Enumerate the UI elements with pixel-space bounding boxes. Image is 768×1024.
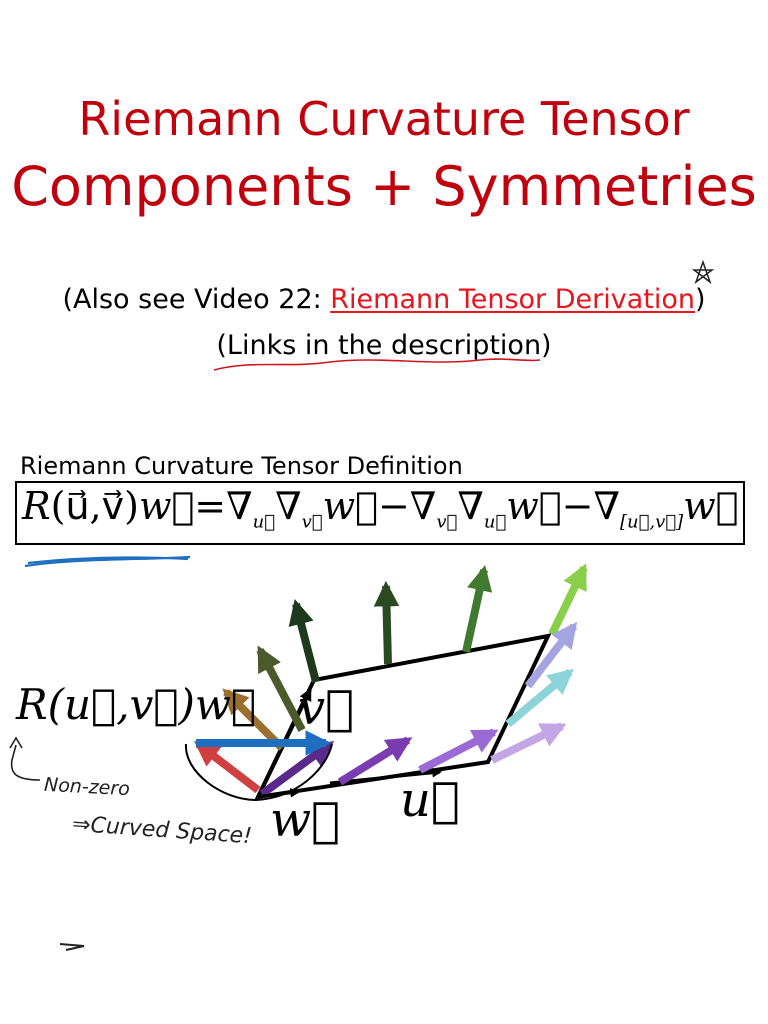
riemann-definition-equation: R(u⃗,v⃗)w⃗=∇u⃗∇v⃗w⃗−∇v⃗∇u⃗w⃗−∇[u⃗,v⃗]w⃗: [22, 484, 739, 533]
blue-underline-stroke: [24, 555, 191, 568]
star-doodle-icon: [691, 259, 715, 285]
eq-sub-bracket: [u⃗,v⃗]: [620, 511, 684, 533]
vector-dark-green-2: [373, 580, 400, 665]
eq-w-2: w⃗: [506, 484, 562, 528]
label-u: u⃗: [400, 772, 460, 828]
vector-purple-4: [418, 728, 499, 774]
eq-lhs-w: w⃗: [138, 484, 195, 528]
vector-purple-5: [337, 736, 413, 786]
vector-olive-left: [256, 645, 306, 732]
see-also-suffix: ): [694, 284, 706, 315]
vector-green-3: [462, 564, 493, 653]
vector-brown-left: [222, 688, 285, 751]
eq-sub-v-1: v⃗: [301, 511, 323, 533]
red-underline-squiggle: [213, 358, 541, 371]
vector-light-purple-3: [490, 722, 567, 764]
title-line-1: Riemann Curvature Tensor: [78, 92, 690, 146]
title-line-2: Components + Symmetries: [11, 155, 757, 218]
eq-sub-u-2: u⃗: [483, 511, 507, 533]
eq-sub-u-1: u⃗: [252, 511, 276, 533]
definition-label: Riemann Curvature Tensor Definition: [20, 452, 463, 480]
eq-nabla-4: ∇: [457, 484, 484, 528]
hook-arrow-icon: [9, 736, 41, 781]
vector-red-original: [193, 740, 261, 794]
equation-box: [15, 481, 745, 545]
eq-nabla-3: ∇: [409, 484, 437, 528]
eq-nabla-2: ∇: [275, 484, 302, 528]
eq-R: R: [22, 484, 51, 528]
eq-w-1: w⃗: [322, 484, 378, 528]
riemann-expression-label: R(u⃗,v⃗)w⃗: [16, 680, 257, 729]
eq-lhs-args: (u⃗,v⃗): [50, 484, 139, 528]
eq-nabla-1: ∇: [226, 484, 253, 528]
eq-equals: =: [194, 484, 227, 528]
eq-minus-1: −: [377, 484, 410, 528]
eq-w-3: w⃗: [683, 484, 739, 528]
vector-cyan-2: [505, 668, 574, 728]
eq-sub-v-2: v⃗: [436, 511, 458, 533]
links-note: (Links in the description): [216, 330, 552, 361]
vector-lavender-1: [524, 621, 578, 689]
vector-light-green-4: [548, 563, 588, 636]
bottom-scribble: [59, 943, 85, 951]
eq-minus-2: −: [561, 484, 594, 528]
see-also-prefix: (Also see Video 22:: [62, 284, 331, 315]
label-w: w⃗: [270, 792, 340, 848]
eq-nabla-5: ∇: [593, 484, 621, 528]
see-also-line: (Also see Video 22: Riemann Tensor Deriv…: [0, 284, 768, 315]
difference-enclosure: [184, 743, 333, 802]
riemann-derivation-link[interactable]: Riemann Tensor Derivation: [330, 284, 695, 315]
note-nonzero: Non-zero: [43, 773, 131, 801]
vector-w-stub: [261, 788, 300, 798]
label-v: v⃗: [298, 680, 354, 736]
vector-dark-green-1: [288, 599, 320, 683]
